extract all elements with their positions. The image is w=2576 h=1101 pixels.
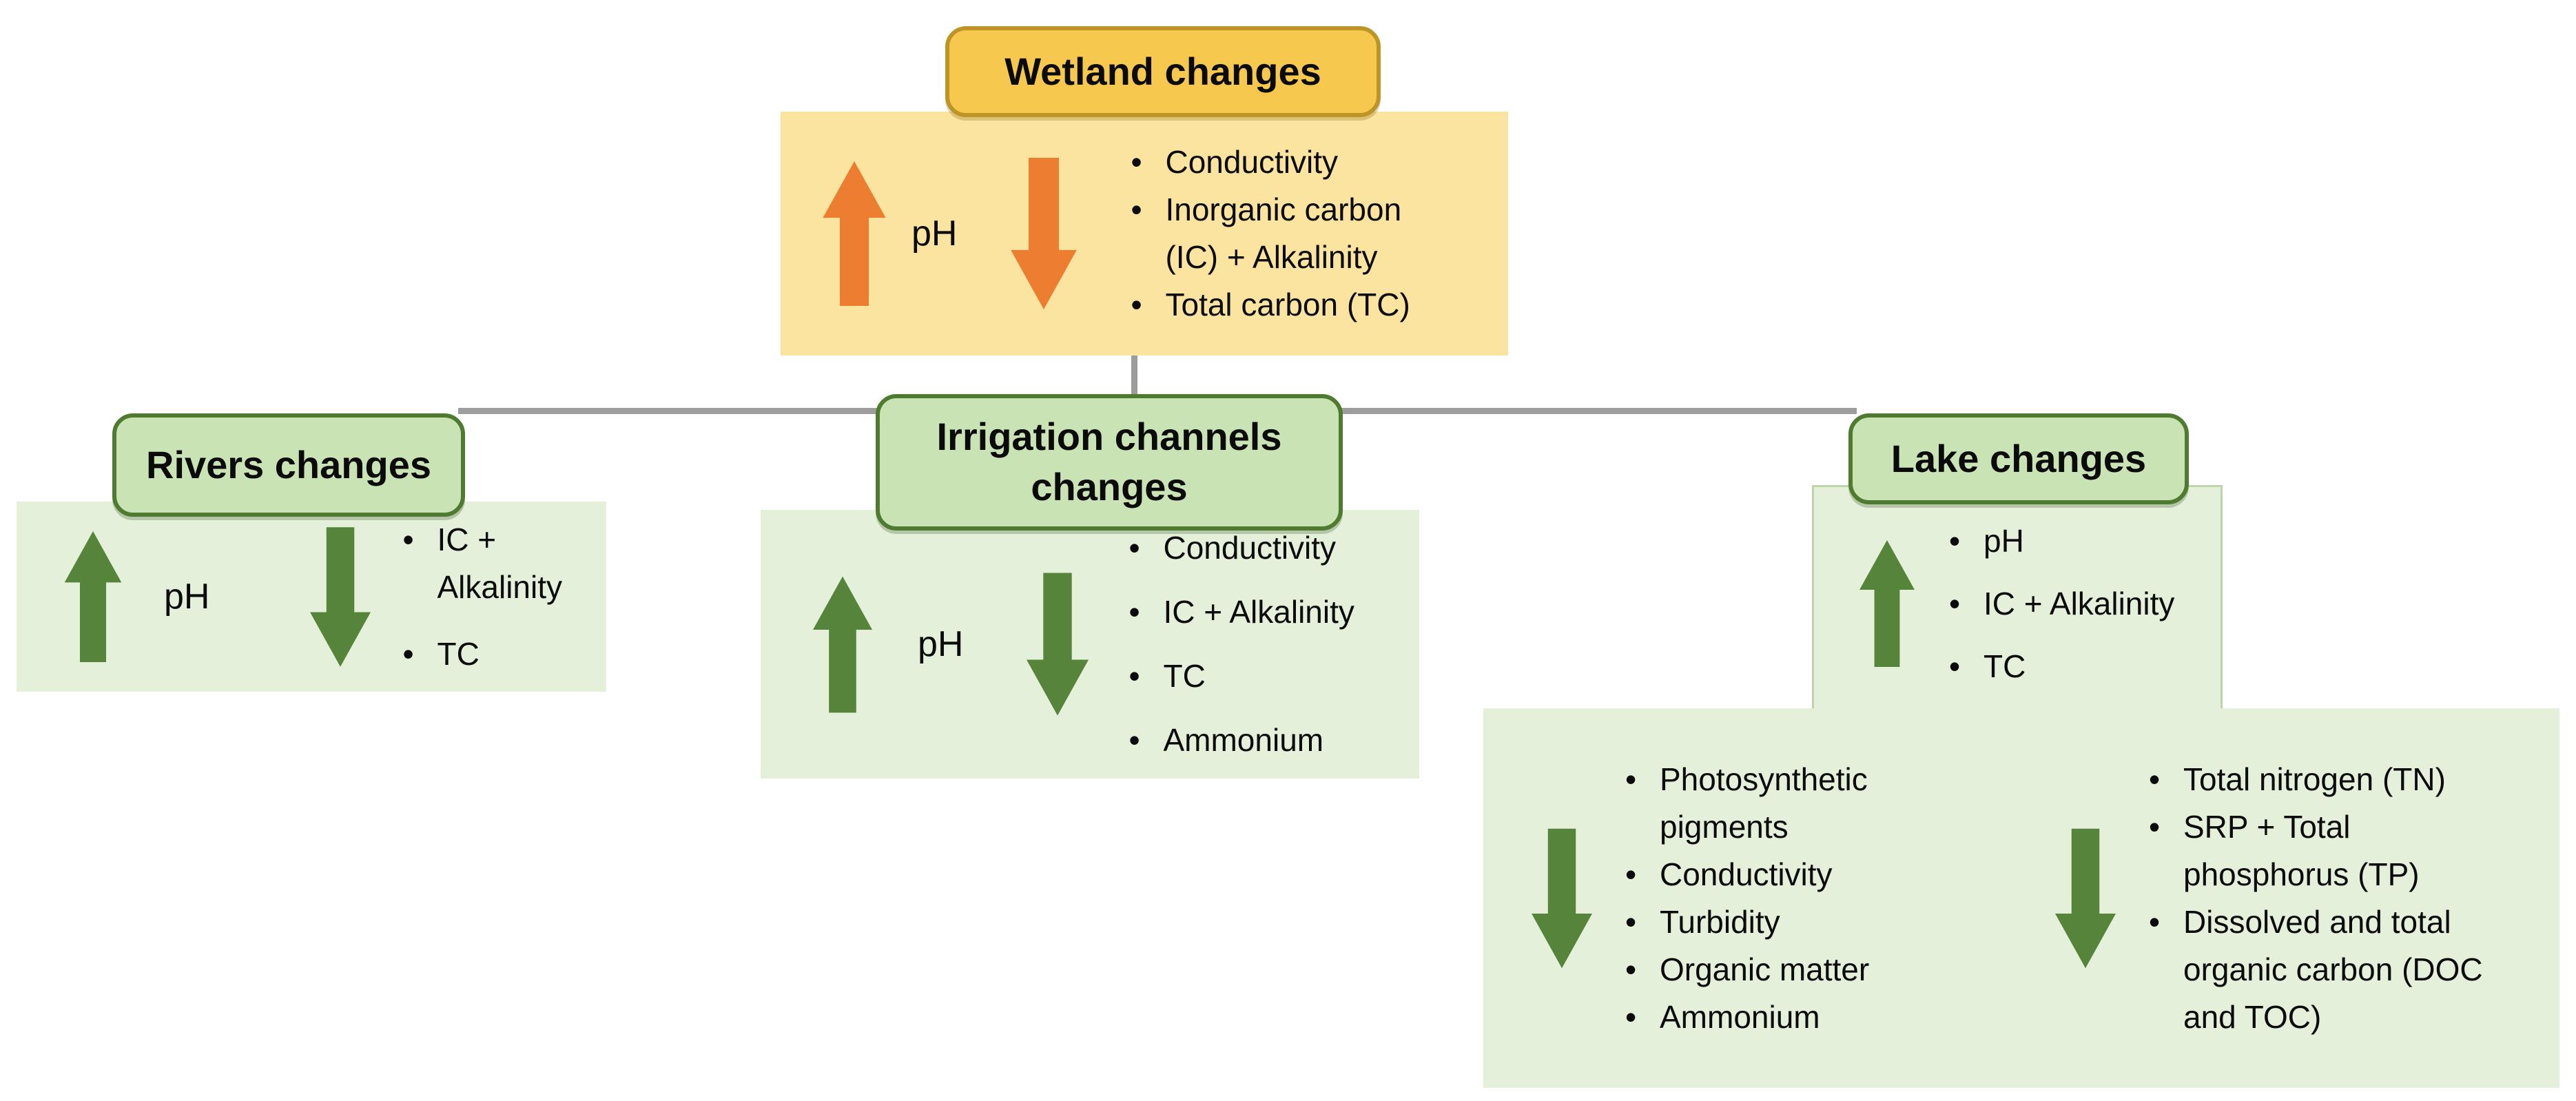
bullet-item: TC xyxy=(1124,652,1419,700)
decrease-arrow-icon xyxy=(1532,828,1592,968)
bullet-item: SRP + Total phosphorus (TP) xyxy=(2145,803,2558,898)
bullet-item: Turbidity xyxy=(1621,898,1966,946)
ph-increase-arrow-icon xyxy=(64,531,122,662)
rivers-changes-title: Rivers changes xyxy=(146,442,431,486)
decrease-arrow-icon xyxy=(2055,828,2116,968)
decrease-arrow-icon xyxy=(1027,573,1089,716)
rivers-changes-title-box: Rivers changes xyxy=(112,413,465,517)
ph-label: pH xyxy=(164,577,210,617)
lake-changes-title-box: Lake changes xyxy=(1848,413,2189,504)
irrigation-decrease-list: Conductivity IC + AlkalinityTC Ammonium xyxy=(1124,524,1419,764)
bullet-item: Photosynthetic pigments xyxy=(1621,756,1966,851)
bullet-item: Ammonium xyxy=(1124,717,1419,764)
bullet-item: TC xyxy=(398,630,606,678)
rivers-decrease-list: IC + AlkalinityTC xyxy=(398,516,606,678)
ph-increase-arrow-icon xyxy=(823,161,886,306)
bullet-item: Conductivity xyxy=(1126,138,1508,186)
lake-decrease-left-list: Photosynthetic pigmentsConductivityTurbi… xyxy=(1621,756,1966,1041)
rivers-changes-content-box: pH IC + AlkalinityTC xyxy=(17,502,606,692)
bullet-item: Organic matter xyxy=(1621,946,1966,994)
ph-label: pH xyxy=(911,214,958,254)
bullet-item: IC + Alkalinity xyxy=(1945,580,2220,628)
ph-label: pH xyxy=(918,624,964,664)
wetland-decrease-list: ConductivityInorganic carbon (IC) + Alka… xyxy=(1126,138,1508,329)
bullet-item: Dissolved and total organic carbon (DOC … xyxy=(2145,898,2558,1041)
increase-arrow-icon xyxy=(1859,540,1915,667)
lake-decrease-right-group: Total nitrogen (TN)SRP + Total phosphoru… xyxy=(2055,756,2558,1041)
bullet-item: Conductivity xyxy=(1124,524,1419,572)
bullet-item: Conductivity xyxy=(1621,851,1966,898)
wetland-changes-title: Wetland changes xyxy=(1004,49,1321,93)
lake-increase-list: pH IC + AlkalinityTC xyxy=(1945,517,2220,690)
wetland-changes-title-box: Wetland changes xyxy=(945,26,1381,117)
lake-changes-title: Lake changes xyxy=(1890,436,2147,480)
irrigation-channels-changes-title-box: Irrigation channels changes xyxy=(876,394,1343,531)
lake-decrease-left-group: Photosynthetic pigmentsConductivityTurbi… xyxy=(1532,756,1966,1041)
wetland-changes-content-box: pH ConductivityInorganic carbon (IC) + A… xyxy=(781,112,1508,356)
irrigation-channels-changes-title: Irrigation channels changes xyxy=(936,415,1282,508)
bullet-item: Ammonium xyxy=(1621,994,1966,1041)
bullet-item: Total nitrogen (TN) xyxy=(2145,756,2558,803)
bullet-item: IC + Alkalinity xyxy=(1124,588,1419,636)
decrease-arrow-icon xyxy=(310,526,371,667)
ph-increase-arrow-icon xyxy=(813,576,872,712)
irrigation-channels-content-box: pH Conductivity IC + AlkalinityTC Ammonium xyxy=(761,510,1419,779)
bullet-item: TC xyxy=(1945,643,2220,690)
bullet-item: pH xyxy=(1945,517,2220,565)
lake-decrease-content-box: Photosynthetic pigmentsConductivityTurbi… xyxy=(1483,708,2559,1088)
lake-increase-content-box: pH IC + AlkalinityTC xyxy=(1812,485,2223,722)
connector-root-vertical-line xyxy=(1131,354,1137,412)
decrease-arrow-icon xyxy=(1011,158,1078,309)
bullet-item: Inorganic carbon (IC) + Alkalinity xyxy=(1126,186,1508,281)
bullet-item: IC + Alkalinity xyxy=(398,516,606,611)
lake-decrease-right-list: Total nitrogen (TN)SRP + Total phosphoru… xyxy=(2145,756,2558,1041)
bullet-item: Total carbon (TC) xyxy=(1126,281,1508,329)
